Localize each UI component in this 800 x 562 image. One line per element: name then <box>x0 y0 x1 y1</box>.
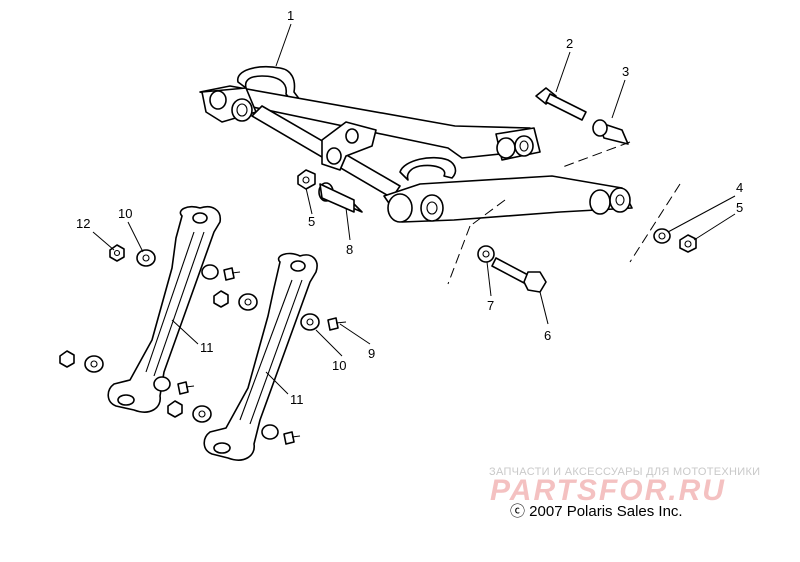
washer-lower-mid <box>192 405 212 423</box>
callout-labels: 1 2 3 4 5 5 8 7 6 9 10 10 12 11 11 <box>76 8 743 407</box>
bushing-part-3 <box>592 119 629 145</box>
bolt-part-9 <box>327 317 347 331</box>
watermark-logo: PARTSFOR.RU <box>490 474 726 507</box>
center-lines <box>447 141 681 285</box>
washer-part-7 <box>477 245 495 263</box>
callout-12: 12 <box>76 216 90 231</box>
callout-8: 8 <box>346 242 353 257</box>
watermark-caption: ЗАПЧАСТИ И АКСЕССУАРЫ ДЛЯ МОТОТЕХНИКИ <box>489 466 761 478</box>
callout-5-right: 5 <box>736 200 743 215</box>
sleeve-part-8 <box>318 182 363 213</box>
callout-1: 1 <box>287 8 294 23</box>
washer-upper-mid <box>238 293 258 311</box>
callout-3: 3 <box>622 64 629 79</box>
washer-lower-left <box>84 355 104 373</box>
link-part-11-left <box>107 205 222 413</box>
nut-upper-mid <box>213 290 229 308</box>
nut-lower-mid <box>167 400 183 418</box>
callout-10-right: 10 <box>332 358 346 373</box>
callout-9: 9 <box>368 346 375 361</box>
nut-part-5-left <box>297 169 316 190</box>
washer-and-bolt-upper-left <box>201 264 241 281</box>
callout-2: 2 <box>566 36 573 51</box>
callout-11-right: 11 <box>290 392 304 407</box>
nut-part-5-right <box>679 234 697 253</box>
nut-part-12-top <box>109 244 125 262</box>
callout-4: 4 <box>736 180 743 195</box>
upper-a-arm <box>199 66 541 199</box>
lower-a-arm <box>383 156 633 223</box>
callout-5-left: 5 <box>308 214 315 229</box>
washer-part-10-top <box>136 249 156 267</box>
washer-part-4 <box>653 228 671 244</box>
callout-11-left: 11 <box>200 340 214 355</box>
washer-and-bolt-lower-mid <box>153 376 195 395</box>
bolt-part-6 <box>491 257 547 293</box>
callout-7: 7 <box>487 298 494 313</box>
link-part-11-right <box>203 252 318 461</box>
callout-10-left: 10 <box>118 206 132 221</box>
washer-part-10-right <box>300 313 320 331</box>
copyright-text: ⓒ 2007 Polaris Sales Inc. <box>510 503 683 520</box>
nut-lower-left <box>59 350 75 368</box>
callout-6: 6 <box>544 328 551 343</box>
washer-and-bolt-lower-right <box>261 424 301 445</box>
bolt-part-2 <box>535 87 587 121</box>
leader-lines <box>92 23 736 395</box>
